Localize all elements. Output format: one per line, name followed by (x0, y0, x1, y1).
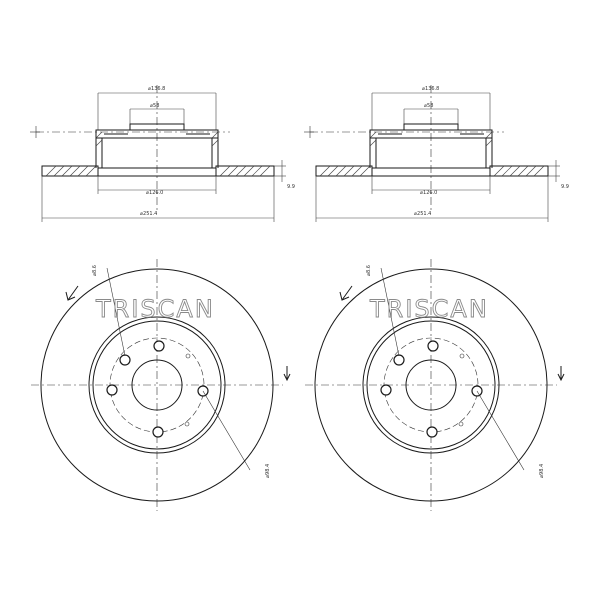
outer-diameter-label: ⌀251.4 (140, 211, 157, 217)
face-view-right: ⌀8.6 ⌀98.4 TRISCAN (305, 259, 565, 511)
bolt-hole (380, 384, 392, 396)
hat-inner-ring (366, 320, 496, 450)
hole-diameter-label: ⌀8.6 (366, 265, 372, 276)
section-view-left: ⌀136.8 ⌀58 (30, 85, 295, 222)
face-view-left: ⌀8.6 ⌀98.4 TRISCAN (31, 259, 291, 511)
inner-diameter-label: ⌀126.0 (420, 190, 437, 196)
brand-watermark: TRISCAN (95, 295, 215, 323)
bolt-hole (427, 340, 439, 352)
hat-diameter-label: ⌀136.8 (148, 86, 165, 92)
disc-left: ⌀136.8 ⌀58 (30, 85, 295, 511)
bolt-hole (119, 354, 131, 366)
bolt-hole (393, 354, 405, 366)
rotation-arrow-icon (67, 285, 79, 301)
center-bore-label: ⌀58 (424, 103, 433, 109)
pcd-label: ⌀98.4 (539, 464, 545, 478)
bolt-hole (152, 426, 164, 438)
thickness-label: 9.9 (561, 184, 569, 190)
inner-diameter-label: ⌀126.0 (146, 190, 163, 196)
bolt-hole (426, 426, 438, 438)
brand-watermark: TRISCAN (369, 295, 489, 323)
hat-diameter-label: ⌀136.8 (422, 86, 439, 92)
hat-inner-ring (92, 320, 222, 450)
rotation-arrow-icon (341, 285, 353, 301)
section-view-right: ⌀136.8 ⌀58 (304, 85, 569, 222)
thickness-label: 9.9 (287, 184, 295, 190)
hole-diameter-label: ⌀8.6 (92, 265, 98, 276)
bolt-hole (153, 340, 165, 352)
outer-diameter-label: ⌀251.4 (414, 211, 431, 217)
bolt-hole (106, 384, 118, 396)
center-bore-label: ⌀58 (150, 103, 159, 109)
disc-right: ⌀136.8 ⌀58 (304, 85, 569, 511)
pcd-label: ⌀98.4 (265, 464, 271, 478)
